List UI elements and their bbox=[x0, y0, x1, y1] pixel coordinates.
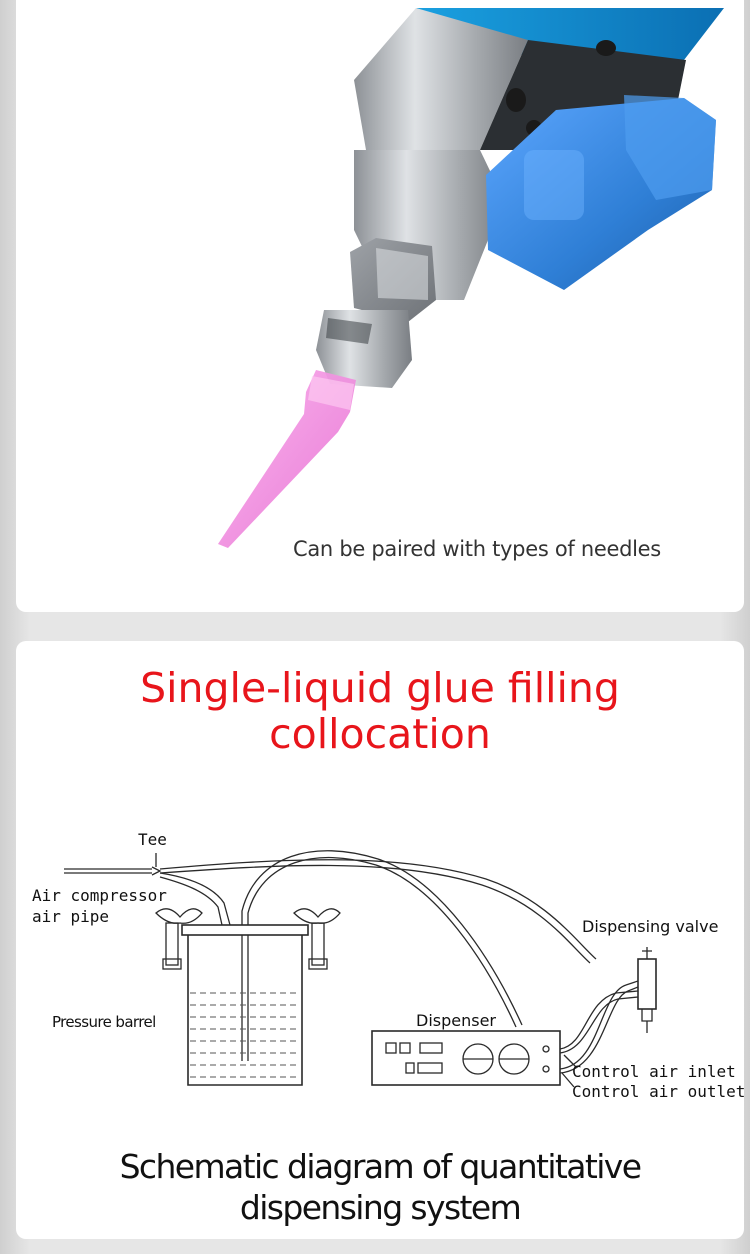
needle-caption: Can be paired with types of needles bbox=[293, 537, 661, 561]
label-tee: Tee bbox=[138, 830, 167, 849]
valve-metal-block bbox=[354, 8, 528, 150]
hole-2 bbox=[506, 88, 526, 112]
label-dispenser: Dispenser bbox=[416, 1011, 496, 1030]
control-pipe-outlet bbox=[559, 980, 639, 1070]
label-dispensing-valve: Dispensing valve bbox=[582, 917, 718, 936]
dispensing-system-diagram: Tee Air compressor air pipe Pressure bar… bbox=[32, 830, 744, 1101]
section-title-line-1: Single-liquid glue filling bbox=[140, 664, 620, 712]
barrel-lid bbox=[181, 924, 309, 936]
barrel-liquid bbox=[190, 992, 300, 1078]
schematic-panel: Single-liquid glue filling collocation bbox=[16, 641, 744, 1239]
dispensing-valve bbox=[637, 958, 657, 1010]
label-control-air-outlet: Control air outlet bbox=[572, 1082, 744, 1101]
product-photo-panel: Can be paired with types of needles bbox=[16, 0, 744, 612]
label-air-compressor: Air compressor bbox=[32, 886, 167, 905]
pink-needle bbox=[218, 370, 356, 548]
label-control-air-inlet: Control air inlet bbox=[572, 1062, 736, 1081]
barrel-to-dispenser-pipe bbox=[247, 856, 517, 1028]
label-air-pipe: air pipe bbox=[32, 907, 109, 926]
section-title-line-2: collocation bbox=[269, 710, 491, 758]
schematic-caption-line-1: Schematic diagram of quantitative bbox=[119, 1147, 642, 1186]
tee-to-valve-pipe bbox=[159, 859, 597, 960]
control-pipe-inlet bbox=[559, 990, 639, 1050]
wing-nut-right bbox=[293, 908, 341, 924]
label-pressure-barrel: Pressure barrel bbox=[52, 1013, 156, 1031]
dispenser-box bbox=[371, 1030, 561, 1086]
valve-top-body bbox=[416, 8, 724, 60]
tee-to-barrel-pipe bbox=[159, 872, 231, 926]
hole-1 bbox=[596, 40, 616, 56]
pressure-barrel bbox=[187, 935, 303, 1086]
wing-nut-left bbox=[155, 908, 203, 924]
tee-fitting bbox=[151, 866, 162, 876]
dispensing-valve-illustration bbox=[218, 8, 724, 548]
schematic-caption-line-2: dispensing system bbox=[239, 1188, 522, 1227]
